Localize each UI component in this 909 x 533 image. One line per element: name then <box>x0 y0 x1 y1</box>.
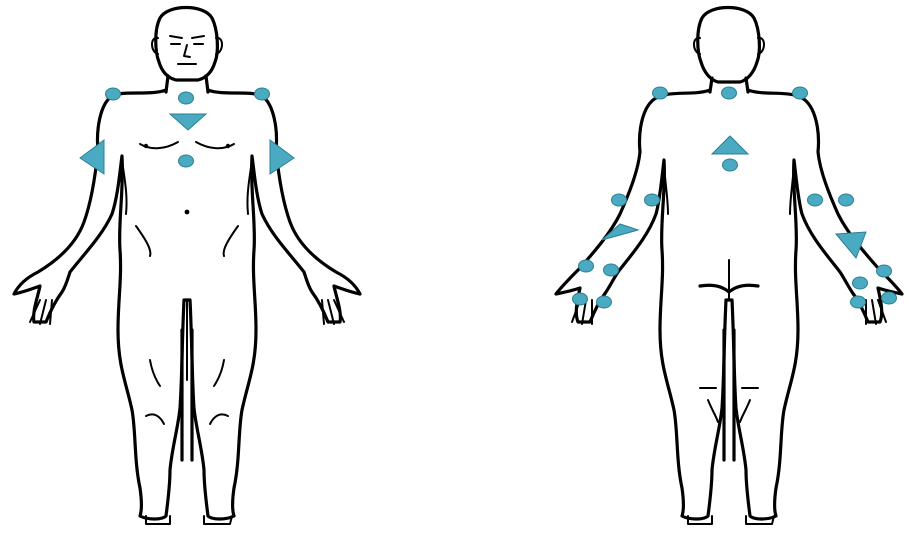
circle-marker-icon <box>808 194 823 206</box>
circle-marker-icon <box>579 260 594 272</box>
circle-marker-icon <box>839 194 854 206</box>
circle-marker-icon <box>793 87 808 99</box>
circle-marker-icon <box>645 194 660 206</box>
circle-marker-icon <box>179 155 194 167</box>
circle-marker-icon <box>106 88 121 100</box>
circle-marker-icon <box>723 159 738 171</box>
triangle-marker-icon <box>836 232 866 258</box>
circle-marker-icon <box>179 92 194 104</box>
triangle-marker-icon <box>170 114 206 130</box>
circle-marker-icon <box>653 87 668 99</box>
circle-marker-icon <box>882 292 897 304</box>
circle-marker-icon <box>573 293 588 305</box>
triangle-marker-icon <box>712 136 748 154</box>
triangle-marker-icon <box>80 140 104 174</box>
marker-layer <box>80 87 897 308</box>
triangle-marker-icon <box>270 140 294 174</box>
circle-marker-icon <box>853 277 868 289</box>
circle-marker-icon <box>604 264 619 276</box>
circle-marker-icon <box>722 87 737 99</box>
circle-marker-icon <box>597 296 612 308</box>
circle-marker-icon <box>877 265 892 277</box>
circle-marker-icon <box>851 296 866 308</box>
circle-marker-icon <box>612 194 627 206</box>
circle-marker-icon <box>255 88 270 100</box>
body-front-outline-icon <box>14 8 360 525</box>
